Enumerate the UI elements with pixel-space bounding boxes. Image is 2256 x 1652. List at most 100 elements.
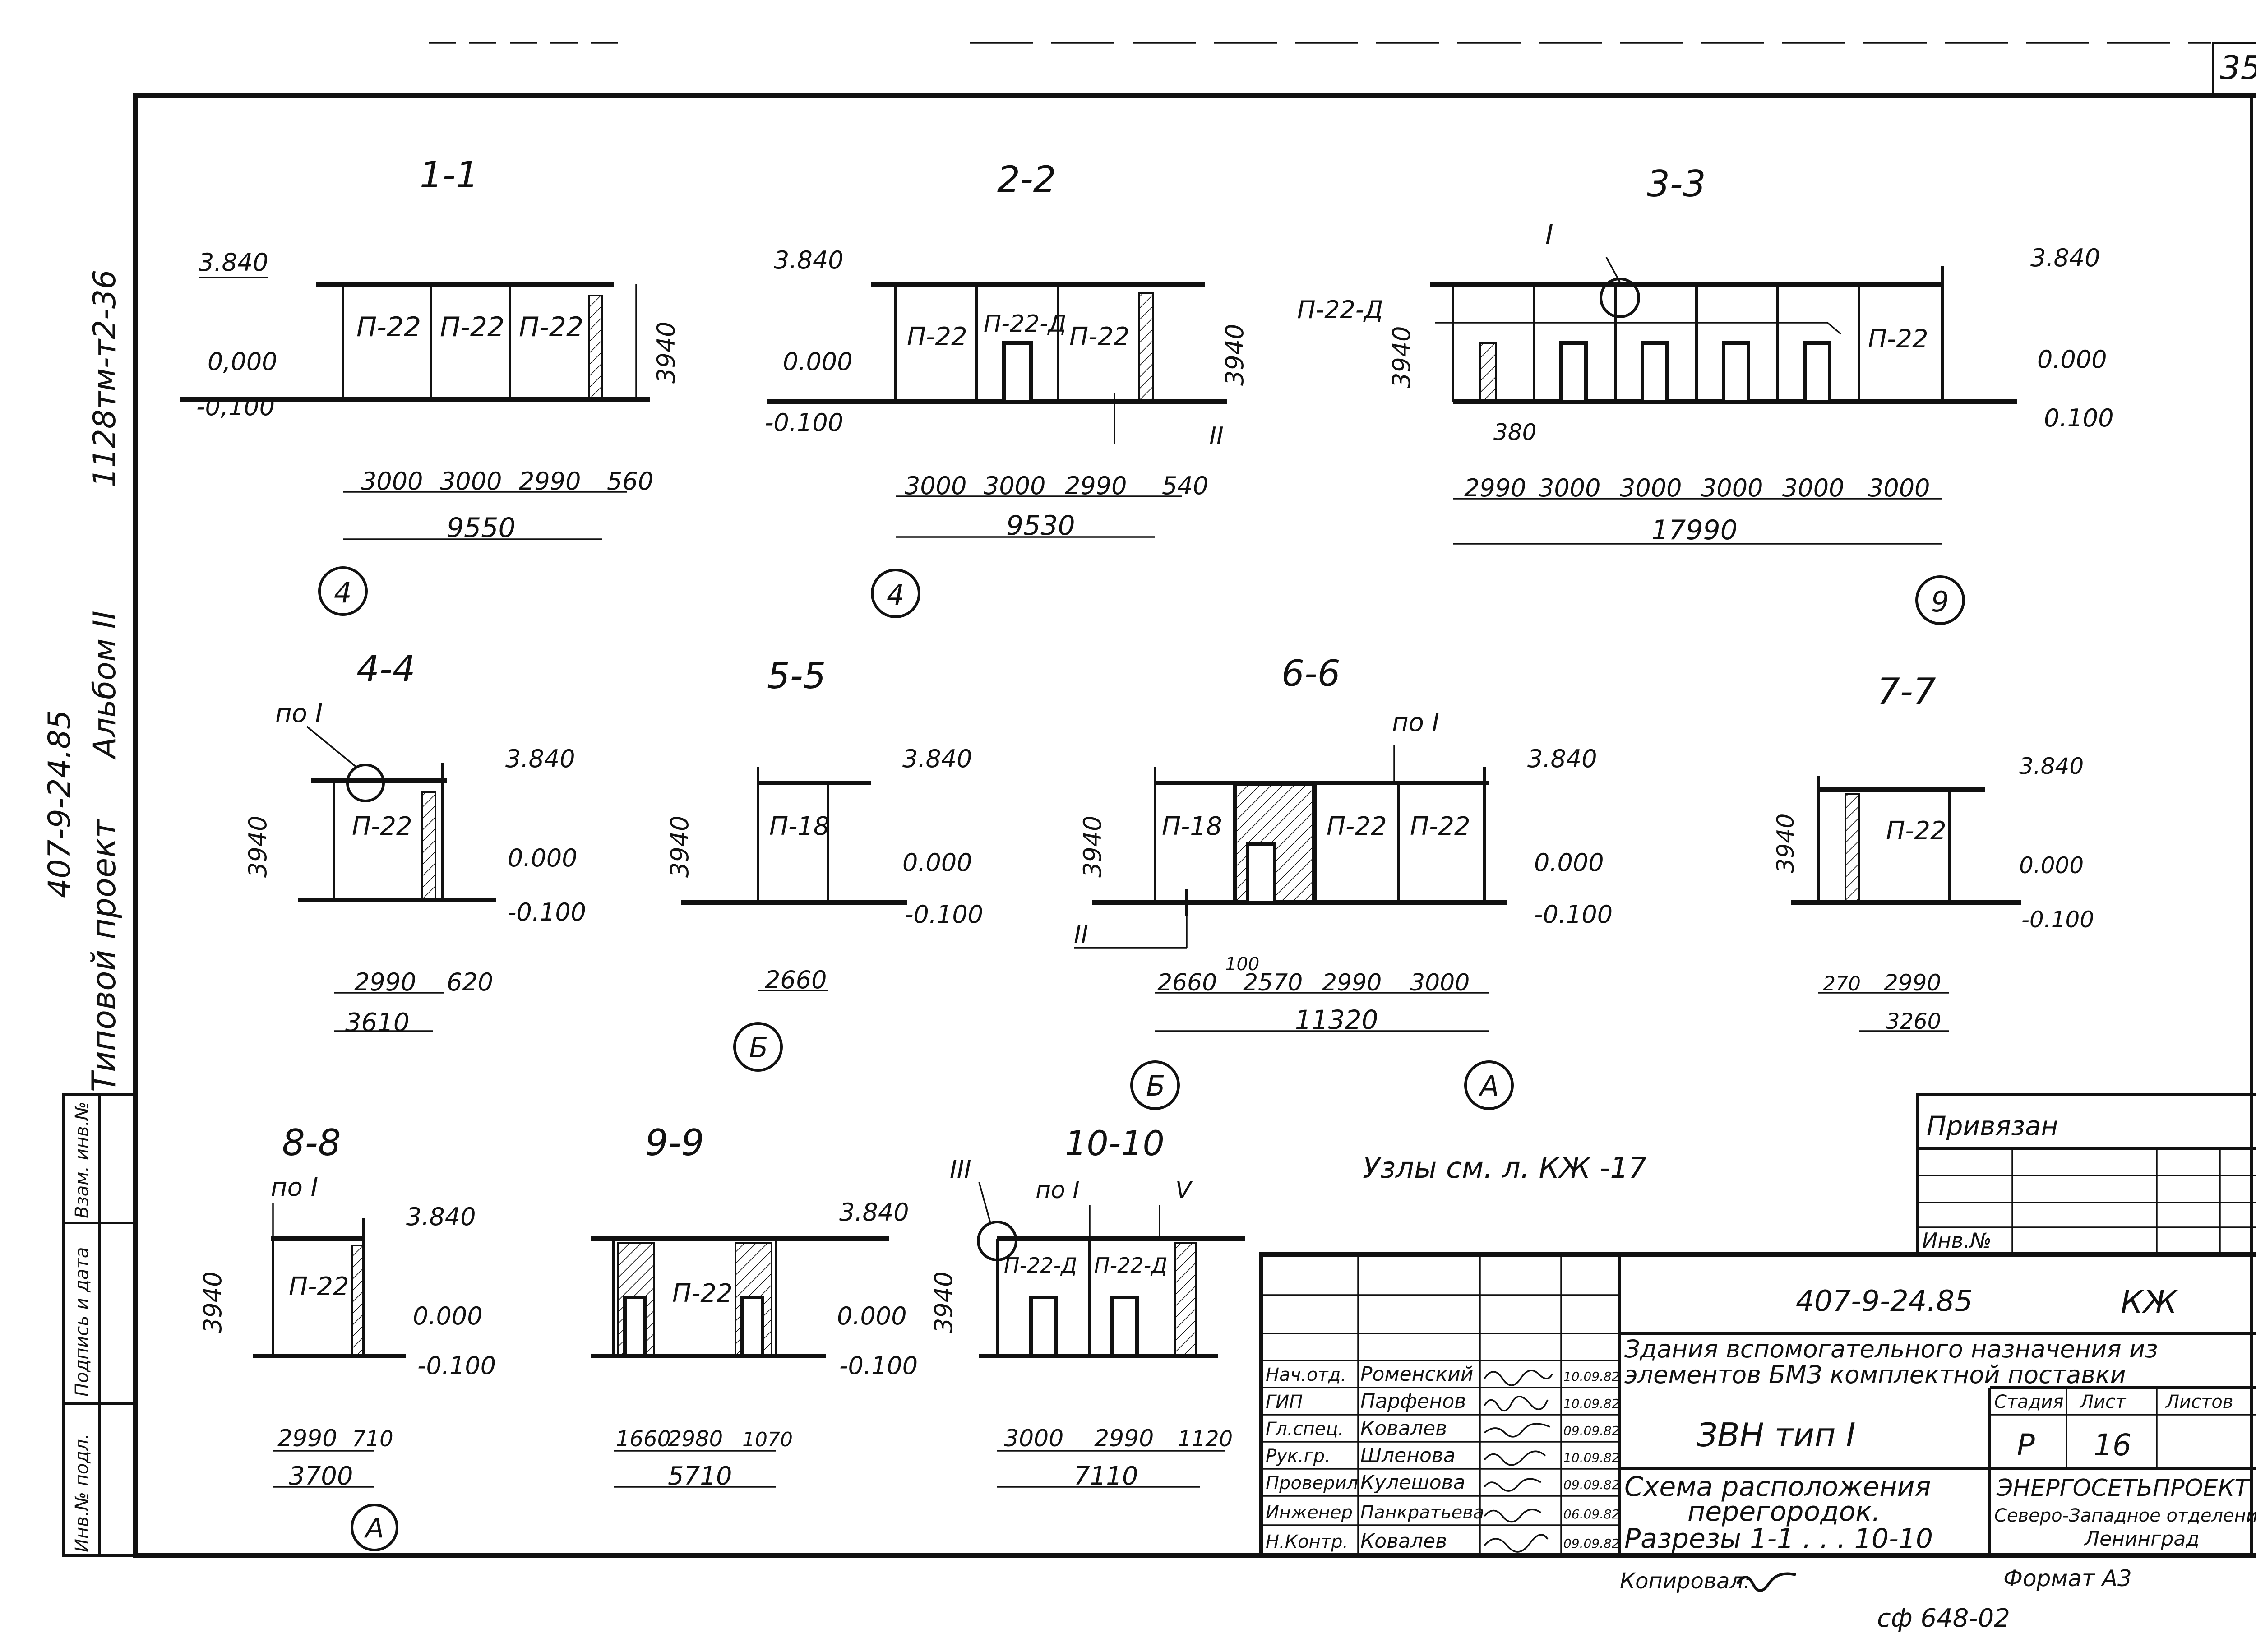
dim: 1070: [742, 1428, 793, 1451]
staff-role: Инженер: [1266, 1502, 1353, 1523]
panel-label: П-22: [1886, 816, 1946, 846]
side-stamp: Инв.№ подл. Подпись и дата Взам. инв.№ 1…: [42, 270, 137, 1557]
dim: 3000: [361, 467, 423, 495]
dim: 540: [1162, 472, 1208, 500]
org-name: ЭНЕРГОСЕТЬПРОЕКТ: [1996, 1475, 2251, 1502]
node-ref: по I: [275, 699, 323, 728]
side-cell-sign-date: Подпись и дата: [72, 1247, 92, 1397]
org-branch: Северо-Западное отделение: [1994, 1505, 2256, 1526]
elev-top: 3.840: [2030, 244, 2100, 272]
elev-zero: 0.000: [2037, 345, 2107, 374]
panel-label: П-22: [1410, 812, 1470, 841]
panel-label: П-22: [519, 311, 583, 343]
section-8-8: 8-8 по I П-22 3.840 0.000 -0.100 3940 29…: [199, 1122, 496, 1551]
nodes-note: Узлы см. л. КЖ -17: [1363, 1152, 1647, 1185]
section-label: 9-9: [645, 1122, 704, 1164]
dim: 2990: [1464, 474, 1526, 502]
staff-role: Нач.отд.: [1266, 1365, 1346, 1385]
staff-date: 09.09.82: [1563, 1477, 1620, 1492]
total-dim: 9550: [447, 512, 516, 544]
elev-top: 3.840: [199, 248, 268, 277]
dim: 620: [447, 968, 493, 996]
elev-zero: 0.000: [837, 1302, 907, 1330]
copied-by-label: Копировал:: [1620, 1569, 1751, 1594]
node-mark: II: [1209, 422, 1224, 450]
tied-block: Привязан Инв.№: [1916, 1093, 2256, 1256]
staff-role: Рук.гр.: [1266, 1446, 1331, 1467]
panel-label: П-18: [1162, 812, 1222, 841]
panel-label: П-22: [1069, 322, 1130, 352]
height-dim: 3940: [1078, 816, 1107, 878]
side-label-type: Типовой проект: [85, 818, 123, 1092]
elev-bottom: 0.100: [2044, 404, 2114, 432]
elev-bottom: -0.100: [905, 900, 983, 929]
dim: 1120: [1178, 1426, 1233, 1452]
elev-zero: 0.000: [1534, 848, 1604, 877]
format-label: Формат А3: [2003, 1565, 2132, 1592]
staff-role: Н.Контр.: [1266, 1532, 1348, 1552]
staff-name: Ковалев: [1360, 1417, 1447, 1440]
copied-by-signature: [1736, 1572, 1796, 1592]
staff-name: Парфенов: [1360, 1390, 1466, 1413]
elev-bottom: -0,100: [196, 393, 275, 421]
doc-mark: КЖ: [2121, 1284, 2178, 1321]
section-6-6: 6-6 по I П-18 П-22 П-22 II 3.840 0.000 -…: [1074, 652, 1613, 1110]
panel-label: П-22: [352, 812, 412, 841]
object-name: ЗВН тип I: [1697, 1416, 1856, 1454]
org-city: Ленинград: [2084, 1527, 2200, 1550]
dim: 100: [1225, 954, 1259, 975]
dim: 710: [352, 1426, 393, 1452]
section-label: 5-5: [767, 655, 826, 697]
staff-date: 09.09.82: [1563, 1423, 1620, 1438]
node-ref: по I: [1036, 1177, 1080, 1204]
elev-zero: 0.000: [413, 1302, 483, 1330]
height-dim: 3940: [244, 816, 272, 878]
dim: 2990: [1884, 970, 1941, 996]
node-mark: II: [1074, 921, 1088, 949]
axis-mark: Б: [1146, 1069, 1165, 1102]
staff-role: Проверил: [1266, 1473, 1358, 1494]
dim: 3000: [440, 467, 502, 495]
axis-mark: Б: [749, 1031, 768, 1064]
height-dim: 3940: [929, 1272, 958, 1333]
elev-top: 3.840: [774, 246, 844, 274]
dim: 2990: [354, 968, 416, 996]
panel-label: П-22: [289, 1272, 349, 1301]
panel-label: П-22: [907, 322, 967, 352]
sheets-header: Листов: [2165, 1392, 2233, 1412]
page-number: 35: [2220, 49, 2256, 87]
drawing-title-3: Разрезы 1-1 . . . 10-10: [1624, 1523, 1933, 1555]
axis-mark: А: [1478, 1069, 1499, 1102]
total-dim: 3260: [1886, 1009, 1941, 1034]
elev-zero: 0,000: [208, 347, 277, 376]
axis-mark: 4: [334, 576, 351, 609]
section-label: 1-1: [420, 154, 479, 196]
panel-label: П-22: [440, 311, 504, 343]
side-cell-inv-orig: Инв.№ подл.: [72, 1434, 92, 1552]
total-dim: 3700: [289, 1462, 353, 1491]
elev-bottom: -0.100: [765, 408, 843, 437]
staff-name: Роменский: [1360, 1363, 1473, 1386]
title-block: 407-9-24.85 КЖ Здания вспомогательного н…: [1259, 1252, 2256, 1558]
inv-label: Инв.№: [1922, 1228, 1992, 1253]
panel-label: П-22-Д: [1004, 1253, 1077, 1277]
total-dim: 11320: [1295, 1004, 1378, 1035]
total-dim: 7110: [1074, 1462, 1138, 1491]
elev-top: 3.840: [839, 1198, 909, 1226]
staff-date: 06.09.82: [1563, 1507, 1620, 1522]
elev-zero: 0.000: [783, 347, 853, 376]
section-label: 7-7: [1877, 671, 1936, 713]
dim: 2570: [1243, 969, 1303, 996]
stage-value: Р: [2017, 1428, 2035, 1462]
elev-top: 3.840: [902, 745, 972, 773]
section-7-7: 7-7 П-22 3.840 0.000 -0.100 3940 270 299…: [1772, 671, 2094, 1034]
drawing-title-2: перегородок.: [1687, 1496, 1881, 1527]
dim: 2990: [277, 1425, 337, 1452]
elev-top: 3.840: [406, 1203, 476, 1231]
staff-role: ГИП: [1266, 1392, 1303, 1412]
panel-left-label: П-22-Д: [1297, 296, 1383, 324]
axis-mark: 4: [887, 578, 904, 611]
elev-bottom: -0.100: [417, 1351, 496, 1380]
staff-date: 10.09.82: [1563, 1369, 1620, 1384]
